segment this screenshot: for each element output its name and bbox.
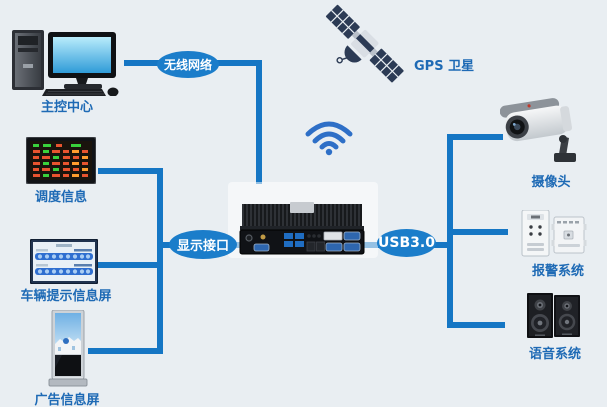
led-board-icon xyxy=(26,137,96,184)
wifi-icon xyxy=(305,121,353,156)
embedded-pc-icon xyxy=(239,202,365,255)
vehicle-info-screen-icon xyxy=(30,239,98,284)
label-vehicle-info-screen: 车辆提示信息屏 xyxy=(20,289,112,304)
line-branch-camera xyxy=(450,134,503,140)
line-branch-voice xyxy=(450,322,505,328)
label-gps-satellite: GPS 卫星 xyxy=(414,59,475,74)
line-branch-ad-screen xyxy=(88,348,160,354)
line-branch-vehicle-screen xyxy=(98,262,160,268)
badge-display-interface: 显示接口 xyxy=(169,230,237,259)
label-dispatch-info: 调度信息 xyxy=(34,190,87,205)
label-control-center: 主控中心 xyxy=(40,100,93,115)
label-ad-info-screen: 广告信息屏 xyxy=(34,393,100,407)
alarm-devices-icon xyxy=(521,210,587,257)
label-voice-system: 语音系统 xyxy=(528,347,581,362)
line-branch-alarm xyxy=(450,229,508,235)
label-camera: 摄像头 xyxy=(531,175,571,190)
label-alarm-system: 报警系统 xyxy=(531,264,584,279)
speakers-icon xyxy=(527,293,580,338)
badge-usb3: USB3.0 xyxy=(377,229,436,257)
badge-display-interface-label: 显示接口 xyxy=(176,239,229,254)
desktop-computer-icon xyxy=(12,30,119,96)
badge-usb3-label: USB3.0 xyxy=(378,235,435,251)
ad-kiosk-icon xyxy=(48,310,88,387)
line-wireless-down-to-pc xyxy=(256,60,262,184)
line-branch-dispatch xyxy=(98,168,160,174)
line-left-bus xyxy=(157,168,163,354)
line-wireless-right xyxy=(214,60,262,66)
badge-wireless-network: 无线网络 xyxy=(157,51,219,78)
security-camera-icon xyxy=(500,98,576,162)
badge-wireless-network-label: 无线网络 xyxy=(163,58,212,72)
gps-satellite-icon xyxy=(325,4,404,83)
line-computer-to-wireless xyxy=(124,60,160,66)
